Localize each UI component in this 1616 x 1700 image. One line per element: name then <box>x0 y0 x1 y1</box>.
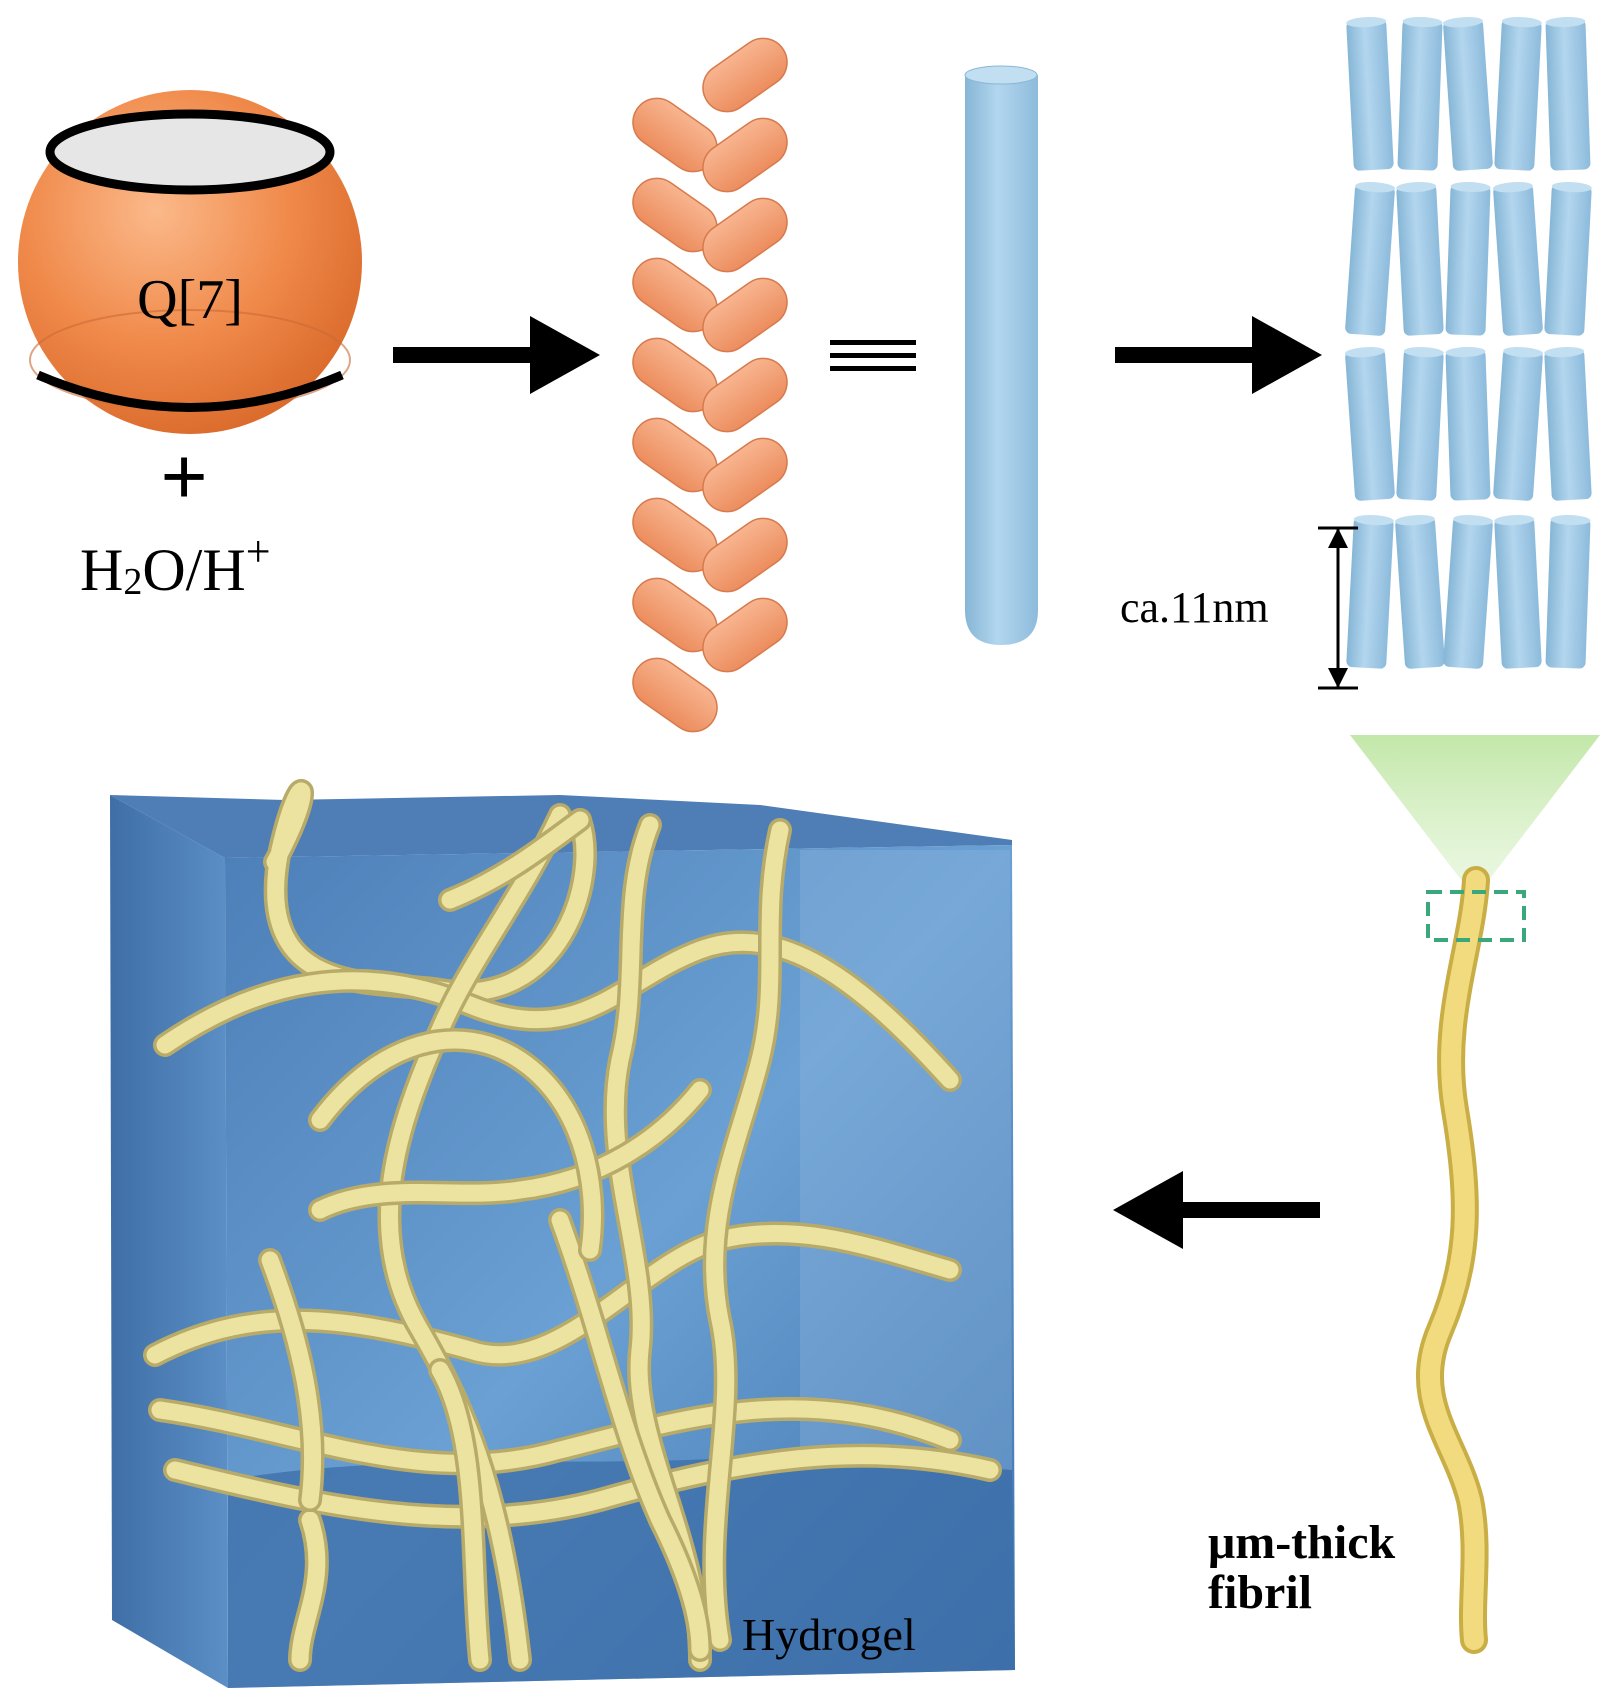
gel-fiber <box>291 1511 326 1669</box>
chain-pill <box>702 277 788 353</box>
bundle-rod <box>1445 181 1491 336</box>
solvent-rest: O/H <box>142 537 245 603</box>
arrow-to-chain <box>393 316 600 394</box>
single-rod <box>964 65 1038 645</box>
bundle-rod <box>1397 16 1443 171</box>
hydrogel-block: Hydrogel <box>110 778 1015 1688</box>
q7-label: Q[7] <box>137 269 243 331</box>
bundle-rod <box>1442 16 1493 171</box>
arrow-to-bundle <box>1115 316 1322 394</box>
bundle-rod <box>1396 181 1444 336</box>
chain-pill <box>632 657 718 733</box>
herringbone-chain <box>632 37 788 733</box>
solvent-label: H2O/H+ <box>80 527 271 603</box>
gel-front-highlight <box>800 850 1012 1470</box>
arrow-to-hydrogel <box>1113 1171 1320 1249</box>
chain-pill <box>702 597 788 673</box>
dimension-label: ca.11nm <box>1120 583 1269 632</box>
chain-pill <box>702 437 788 513</box>
gel-fiber <box>156 933 959 1089</box>
zoom-cone <box>1350 735 1600 885</box>
chain-pill <box>702 357 788 433</box>
plus-sign: + <box>160 431 208 524</box>
q7-macrocycle: Q[7] <box>18 90 362 434</box>
chain-pill <box>702 517 788 593</box>
bundle-rod <box>1344 346 1395 501</box>
q7-top-portal <box>45 109 335 195</box>
fibril: μm-thick fibril <box>1208 735 1600 1654</box>
bundle-rod <box>1492 181 1543 336</box>
gel-fiber-network <box>143 778 1002 1672</box>
hydrogel-label: Hydrogel <box>742 1609 916 1660</box>
chain-pill <box>702 37 788 113</box>
bundle-rod <box>1345 181 1396 336</box>
gel-fiber <box>431 1361 489 1669</box>
fibril-label-line2: fibril <box>1208 1566 1312 1619</box>
gel-fiber <box>311 1081 709 1219</box>
bundle-rod <box>1493 346 1544 501</box>
chain-pill <box>702 117 788 193</box>
gel-fiber <box>705 821 789 1649</box>
bundle-rod <box>1443 514 1494 669</box>
bundle-rod <box>1394 514 1445 669</box>
bundle-rod <box>1396 346 1444 501</box>
fibril-label-line1: μm-thick <box>1208 1516 1396 1569</box>
gel-fiber <box>151 1400 959 1472</box>
gel-fiber <box>311 1031 601 1259</box>
bundle-rod <box>1544 346 1592 501</box>
gel-fiber <box>441 811 589 909</box>
bundle-rod <box>1544 181 1592 336</box>
dimension-marker: ca.11nm <box>1120 526 1358 690</box>
bundle-rod <box>1346 514 1394 669</box>
solvent-h: H <box>80 537 123 603</box>
q7-bottom-rim-front <box>36 370 344 412</box>
bundle-rod <box>1445 346 1491 501</box>
bundle-rod <box>1545 514 1591 669</box>
equivalence-sign <box>830 340 916 371</box>
bundle-rod <box>1545 16 1591 171</box>
bundle-rod <box>1494 16 1542 171</box>
gel-side-face <box>110 795 228 1688</box>
gel-fiber <box>261 1251 322 1509</box>
bundle-rod <box>1494 514 1542 669</box>
solvent-sup: + <box>246 527 271 576</box>
bundle-rod <box>1346 16 1394 171</box>
chain-pill <box>702 197 788 273</box>
gel-fiber <box>606 816 709 1669</box>
zoom-box <box>1426 890 1526 942</box>
gel-fiber <box>551 1211 709 1659</box>
fibril-strand <box>1420 870 1486 1650</box>
rod-bundle <box>1344 16 1592 669</box>
solvent-sub: 2 <box>123 561 142 603</box>
